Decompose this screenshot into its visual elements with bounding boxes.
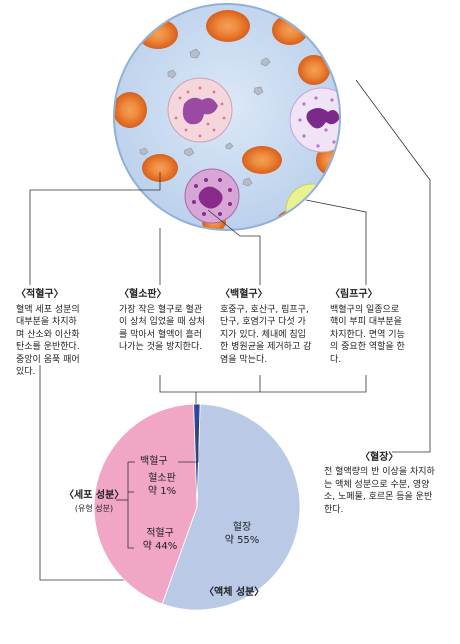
pie-wbc-label: 백혈구	[140, 456, 168, 467]
rbc-cell	[276, 210, 308, 229]
platelet	[225, 142, 234, 150]
pie-rbc-name: 적혈구	[146, 528, 174, 539]
platelet	[167, 69, 177, 79]
cell-nucleus	[182, 97, 218, 125]
pie-rbc-label: 적혈구 약 44%	[136, 527, 184, 553]
pie-plasma-label: 혈장 약 55%	[218, 521, 266, 547]
wbc-title: 〈백혈구〉	[220, 289, 268, 300]
pie-bracket-lines	[116, 420, 199, 549]
rbc-to-pie-line	[39, 365, 165, 581]
rbc-cell	[115, 92, 147, 128]
lymph-title: 〈림프구〉	[330, 289, 378, 300]
platelet	[139, 147, 149, 156]
rbc-cell	[298, 55, 330, 85]
cell-component-label: 〈세포 성분〉 (유형 성분)	[64, 489, 124, 515]
platelet	[189, 48, 201, 59]
pie-slice-rbc	[93, 403, 198, 605]
plasma-connector	[355, 79, 431, 453]
wbc-connector	[207, 209, 261, 285]
cells-merge-line	[159, 375, 367, 393]
pie-plasma-value: 약 55%	[224, 535, 260, 546]
rbc-label: 〈적혈구〉 혈액 세포 성분의 대부분을 차지하며 산소와 이산화탄소를 운반한…	[16, 289, 82, 379]
lymph-connector	[305, 199, 367, 285]
platelet	[260, 57, 271, 67]
granulocyte-basophil	[289, 87, 339, 153]
pie-platelet-value: 약 1%	[147, 486, 177, 497]
plasma-description: 전 혈액량의 반 이상을 차지하는 액체 성분으로 수분, 영양소, 노폐물, …	[324, 467, 435, 515]
rbc-cell	[242, 146, 282, 174]
cell-component-title: 〈세포 성분〉	[64, 490, 125, 501]
platelet-title: 〈혈소판〉	[119, 289, 167, 300]
platelet	[242, 177, 253, 187]
rbc-description: 혈액 세포 성분의 대부분을 차지하며 산소와 이산화탄소를 운반한다. 중앙이…	[16, 304, 80, 378]
lymph-label: 〈림프구〉 백혈구의 일종으로 핵이 부피 대부분을 차지한다. 면역 기능의 …	[330, 289, 410, 366]
cell-bracket	[127, 462, 134, 549]
wbc-pointer	[178, 420, 199, 463]
magnified-blood-view	[113, 3, 341, 231]
lymph-description: 백혈구의 일종으로 핵이 부피 대부분을 차지한다. 면역 기능의 중요한 역할…	[330, 304, 405, 365]
pie-plasma-name: 혈장	[232, 522, 252, 533]
platelet-description: 가장 작은 혈구로 혈관이 상처 입었을 때 상처를 막아서 혈액이 흘러 나가…	[119, 304, 205, 353]
plasma-title: 〈혈장〉	[360, 452, 399, 463]
pie-slice-plasma	[161, 403, 301, 611]
wbc-description: 호중구, 호산구, 림프구, 단구, 호염기구 다섯 가지가 있다. 체내에 침…	[220, 304, 312, 365]
rbc-title: 〈적혈구〉	[16, 289, 64, 300]
pie-platelet-name: 혈소판	[148, 473, 176, 484]
cell-nucleus	[306, 108, 339, 129]
pie-rbc-value: 약 44%	[142, 541, 178, 552]
pie-platelet-label: 혈소판 약 1%	[138, 472, 186, 498]
cell-component-subtitle: (유형 성분)	[74, 504, 114, 513]
granulocyte-neutrophil	[167, 77, 233, 143]
wbc-label: 〈백혈구〉 호중구, 호산구, 림프구, 단구, 호염기구 다섯 가지가 있다.…	[220, 289, 312, 366]
blood-composition-pie	[93, 403, 301, 611]
cell-nucleus	[198, 186, 223, 209]
rbc-cell	[206, 10, 250, 42]
plasma-label: 〈혈장〉 전 혈액량의 반 이상을 차지하는 액체 성분으로 수분, 영양소, …	[324, 452, 436, 516]
rbc-cell	[272, 15, 308, 45]
rbc-connector	[29, 172, 161, 285]
platelet	[253, 86, 264, 96]
platelet-label: 〈혈소판〉 가장 작은 혈구로 혈관이 상처 입었을 때 상처를 막아서 혈액이…	[119, 289, 205, 354]
rbc-cell	[142, 154, 178, 182]
liquid-component-label: 〈액체 성분〉	[204, 587, 265, 598]
platelet	[183, 147, 195, 157]
rbc-cell	[138, 19, 178, 49]
pie-slice-platelet-wbc	[193, 403, 201, 508]
granulocyte-eosinophil	[184, 168, 240, 224]
